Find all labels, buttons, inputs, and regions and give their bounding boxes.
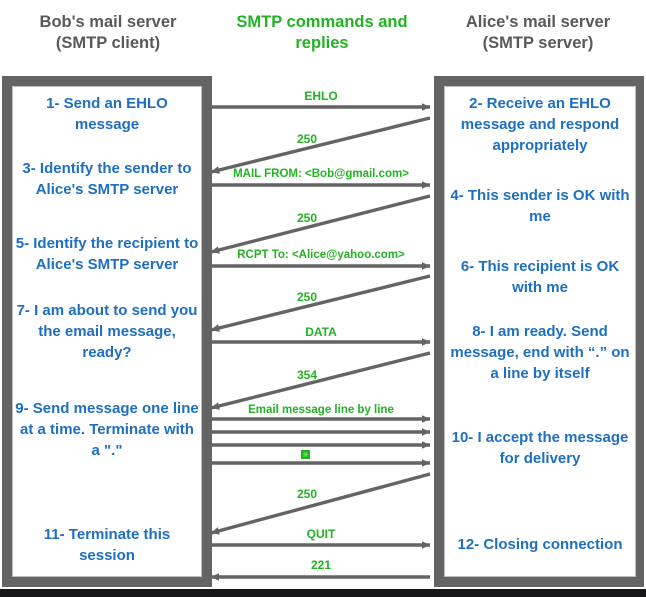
- arrow-250-a: [210, 116, 431, 174]
- server-step-2: 2- Receive an EHLO message and respond a…: [460, 95, 620, 154]
- server-step-4: 4- This sender is OK with me: [450, 187, 630, 225]
- client-step-5: 5- Identify the recipient to Alice's SMT…: [15, 235, 199, 273]
- middle-header-line2: replies: [295, 34, 349, 52]
- label-ehlo: EHLO: [304, 89, 338, 103]
- server-column-header: Alice's mail server (SMTP server): [438, 12, 638, 54]
- server-header-line1: Alice's mail server: [465, 13, 611, 31]
- server-panel: [444, 86, 636, 577]
- label-quit: QUIT: [306, 527, 336, 541]
- bottom-strip: [0, 589, 646, 597]
- label-rcpt-to: RCPT To: <Alice@yahoo.com>: [237, 249, 405, 261]
- client-step-9: 9- Send message one line at a time. Term…: [15, 400, 199, 459]
- server-header-line2: (SMTP server): [482, 34, 594, 52]
- server-step-6: 6- This recipient is OK with me: [460, 258, 620, 296]
- arrow-250-b: [210, 194, 431, 254]
- label-250-a: 250: [296, 132, 318, 146]
- arrow-250-d: [210, 472, 431, 535]
- label-250-c: 250: [296, 290, 318, 304]
- label-250-d: 250: [296, 487, 318, 501]
- label-250-b: 250: [296, 211, 318, 225]
- server-step-12: 12- Closing connection: [457, 536, 623, 553]
- client-step-11: 11- Terminate this session: [43, 526, 171, 564]
- label-mail-from: MAIL FROM: <Bob@gmail.com>: [233, 168, 409, 180]
- arrow-354: [210, 351, 431, 410]
- label-data: DATA: [305, 325, 337, 339]
- label-354: 354: [296, 368, 318, 382]
- message-terminator-dot-center: [303, 452, 308, 457]
- client-header-line2: (SMTP client): [55, 34, 161, 52]
- label-email-line: Email message line by line: [248, 404, 394, 416]
- middle-column-header: SMTP commands and replies: [222, 12, 422, 54]
- label-221: 221: [310, 558, 332, 572]
- client-step-7: 7- I am about to send you the email mess…: [16, 302, 198, 361]
- client-panel: [12, 86, 202, 577]
- client-step-3: 3- Identify the sender to Alice's SMTP s…: [22, 160, 192, 198]
- client-step-1: 1- Send an EHLO message: [46, 95, 168, 133]
- client-header-line1: Bob's mail server: [39, 13, 177, 31]
- server-step-10: 10- I accept the message for delivery: [451, 429, 629, 467]
- client-column-header: Bob's mail server (SMTP client): [8, 12, 208, 54]
- server-step-8: 8- I am ready. Send message, end with “.…: [450, 323, 630, 382]
- middle-header-line1: SMTP commands and: [236, 13, 408, 31]
- arrow-250-c: [210, 274, 431, 332]
